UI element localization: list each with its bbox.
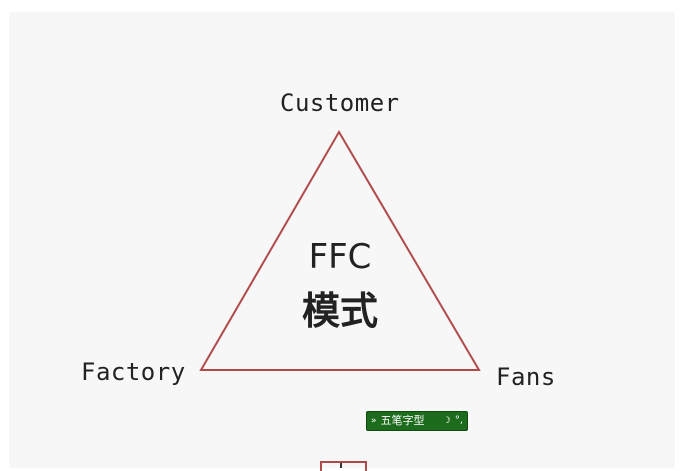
chinese-punctuation-icon[interactable]: °,	[454, 415, 463, 426]
vertex-label-customer: Customer	[280, 89, 400, 117]
diagram-panel	[9, 12, 675, 468]
ime-mode-label[interactable]: 五笔字型	[380, 414, 425, 427]
partial-diagram-box	[320, 461, 367, 471]
center-title-ffc: FFC	[308, 237, 372, 277]
triangle-shape	[199, 130, 481, 371]
vertex-label-factory: Factory	[81, 358, 186, 386]
double-chevron-down-icon[interactable]: »	[371, 416, 377, 426]
center-title-mode: 模式	[301, 289, 378, 333]
partial-diagram-glyph	[340, 463, 350, 468]
moon-icon[interactable]: ☽	[442, 416, 451, 426]
ime-toolbar[interactable]: » 五笔字型 ☽ °,	[366, 411, 468, 431]
vertex-label-fans: Fans	[496, 363, 556, 391]
